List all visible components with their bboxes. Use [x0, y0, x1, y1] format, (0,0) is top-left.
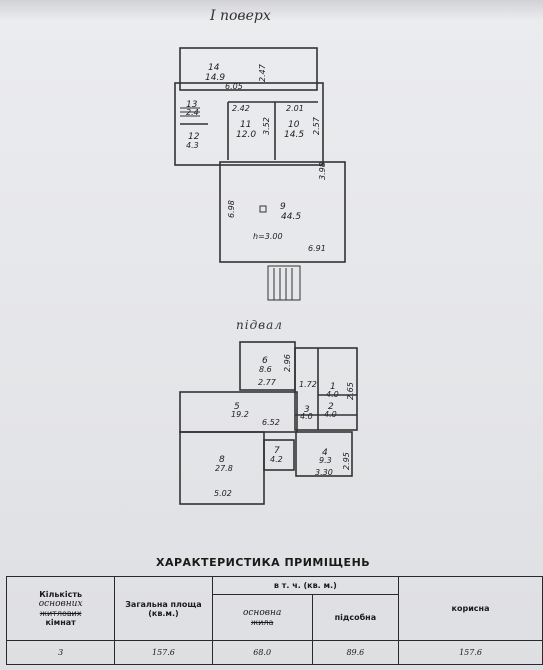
dim-6-52: 6.52 [262, 418, 280, 427]
room-7-outline [263, 439, 295, 471]
header-total: Загальна площа (кв.м.) [114, 576, 213, 641]
header-aux: підсобна [311, 594, 400, 641]
ceiling-height: h=3.00 [253, 232, 283, 241]
header-useful: корисна [398, 576, 543, 641]
room-9-area: 44.5 [281, 212, 302, 222]
room-6-area: 8.6 [259, 365, 272, 374]
room-12-area: 4.3 [186, 141, 199, 150]
dim-6-91: 6.91 [308, 244, 326, 253]
header-rooms-label: Кількість [39, 590, 83, 599]
dim-3-98: 3.98 [318, 162, 327, 180]
room-14-outline [179, 47, 318, 91]
room-11-id: 11 [240, 120, 252, 130]
header-main-handwritten: основна [242, 608, 282, 618]
room-9-id: 9 [280, 202, 286, 212]
room-13-id: 13 [186, 100, 198, 110]
header-rooms-handwritten: основних [38, 599, 83, 609]
value-useful: 157.6 [398, 640, 543, 665]
room-4-id: 4 [322, 448, 328, 458]
room-8-area: 27.8 [215, 464, 233, 473]
value-aux: 89.6 [311, 640, 400, 665]
room-11-area: 12.0 [236, 130, 257, 140]
floor-plan-svg [174, 47, 358, 505]
room-5-area: 19.2 [231, 410, 249, 419]
dim-2-47: 2.47 [258, 64, 267, 82]
characteristics-section: ХАРАКТЕРИСТИКА ПРИМІЩЕНЬ Кількість основ… [5, 548, 543, 670]
room-13-area: 2.4 [186, 108, 199, 117]
room-1-area: 4.0 [326, 390, 339, 399]
room-4-area: 9.3 [319, 456, 332, 465]
room-10-id: 10 [288, 120, 300, 130]
header-rooms-suffix: кімнат [45, 618, 76, 627]
room-2-area: 4.0 [324, 410, 337, 419]
room-9-outline [219, 161, 346, 263]
room-7-area: 4.2 [270, 455, 283, 464]
dim-2-42: 2.42 [232, 104, 250, 113]
table-title: ХАРАКТЕРИСТИКА ПРИМІЩЕНЬ [156, 556, 371, 569]
page-shadow [0, 0, 543, 20]
room-10-area: 14.5 [284, 130, 305, 140]
basement-title: підвал [236, 318, 283, 332]
value-rooms: 3 [5, 640, 116, 665]
room-1-id: 1 [330, 382, 336, 392]
header-main: основна жила [211, 594, 313, 641]
right-block-outline [294, 347, 358, 431]
header-main-crossed: жила [250, 618, 274, 627]
dim-3-52: 3.52 [262, 117, 271, 135]
header-rooms-crossed: житлових [39, 609, 82, 618]
value-main: 68.0 [211, 640, 313, 665]
upper-block-outline [174, 82, 324, 166]
room-4-outline [295, 431, 353, 477]
room-7-id: 7 [274, 446, 280, 456]
room-8-id: 8 [219, 455, 225, 465]
dim-6-98: 6.98 [227, 200, 236, 218]
dim-6-05: 6.05 [225, 82, 243, 91]
room-3-area: 4.0 [300, 412, 313, 421]
room-2-id: 2 [328, 402, 334, 412]
dim-2-96: 2.96 [283, 354, 292, 372]
dim-1-72: 1.72 [299, 380, 317, 389]
dim-5-02: 5.02 [214, 489, 232, 498]
header-rooms: Кількість основних житлових кімнат [5, 576, 116, 641]
characteristics-table: Кількість основних житлових кімнат Загал… [5, 576, 543, 665]
room-14-id: 14 [208, 63, 220, 73]
room-14-area: 14.9 [205, 73, 226, 83]
dim-2-95: 2.95 [342, 452, 351, 470]
dim-2-01: 2.01 [286, 104, 304, 113]
dim-3-30: 3.30 [315, 468, 333, 477]
header-incl: в т. ч. (кв. м.) [211, 576, 400, 595]
room-5-id: 5 [234, 402, 240, 412]
room-12-id: 12 [188, 132, 200, 142]
dim-2-65: 2.65 [346, 382, 355, 400]
dim-2-77: 2.77 [258, 378, 276, 387]
room-3-id: 3 [304, 405, 310, 415]
value-total: 157.6 [114, 640, 213, 665]
room-6-id: 6 [262, 356, 268, 366]
dim-2-57: 2.57 [312, 117, 321, 135]
floor-title: I поверх [210, 8, 271, 24]
